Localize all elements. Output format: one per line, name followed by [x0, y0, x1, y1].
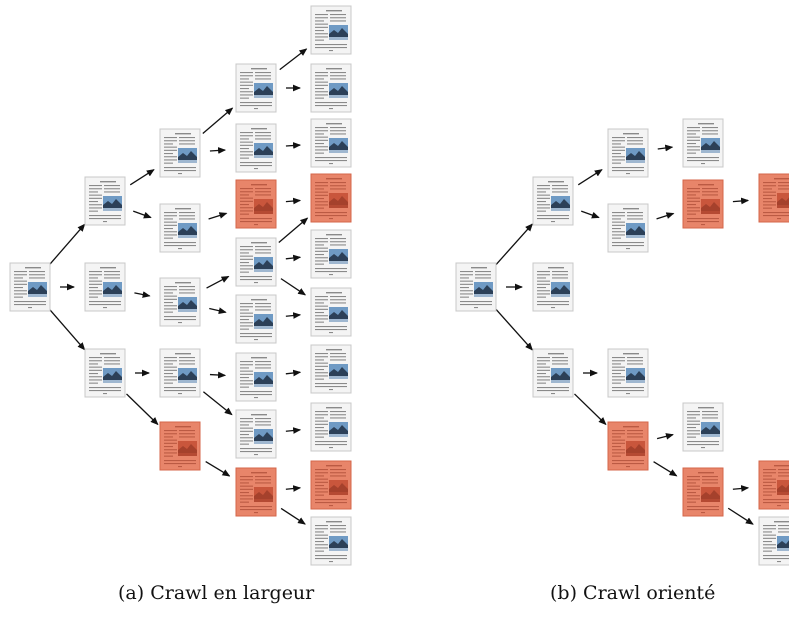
breadth-page-d6 — [310, 287, 352, 337]
breadth-page-d1 — [310, 5, 352, 55]
breadth-page-c8 — [235, 467, 277, 517]
breadth-page-d10 — [310, 516, 352, 566]
breadth-edge-b4-c7 — [202, 391, 233, 416]
caption-breadth-first-crawl: (a) Crawl en largeur — [118, 582, 315, 604]
breadth-edge-c8-d10 — [280, 507, 306, 525]
breadth-page-c3 — [235, 179, 277, 229]
breadth-page-c5 — [235, 294, 277, 344]
focused-edge-c2-d1 — [732, 197, 750, 205]
breadth-edge-b2-c3 — [208, 212, 228, 220]
breadth-page-c7 — [235, 409, 277, 459]
focused-page-c3 — [682, 402, 724, 452]
breadth-page-b1 — [159, 128, 201, 178]
breadth-page-b3 — [159, 277, 201, 327]
breadth-edge-c2-d3 — [285, 142, 302, 149]
breadth-page-c6 — [235, 352, 277, 402]
breadth-page-c2 — [235, 123, 277, 173]
breadth-edge-c3-d4 — [285, 197, 302, 205]
breadth-page-r — [9, 262, 51, 312]
focused-edge-c4-d2 — [732, 485, 750, 492]
breadth-edge-c6-d7 — [285, 369, 302, 377]
breadth-edge-a1-b2 — [133, 210, 152, 219]
focused-edge-c4-d3 — [727, 507, 754, 525]
focused-page-a1 — [532, 176, 574, 226]
focused-page-c4 — [682, 467, 724, 517]
focused-edge-r-a1 — [495, 223, 533, 266]
breadth-edge-c7-d8 — [285, 427, 302, 434]
breadth-edge-b1-c1 — [202, 107, 234, 134]
nodes-layer — [9, 5, 789, 566]
focused-page-b4 — [607, 421, 649, 471]
focused-edge-b4-c4 — [653, 461, 678, 477]
focused-page-a3 — [532, 348, 574, 398]
focused-page-d3 — [758, 516, 789, 566]
breadth-edge-b3-c5 — [209, 307, 227, 315]
breadth-page-b2 — [159, 203, 201, 253]
breadth-edge-c5-d6 — [285, 312, 302, 319]
breadth-edge-b5-c8 — [205, 460, 231, 477]
breadth-edge-b3-c4 — [206, 275, 230, 289]
breadth-page-d5 — [310, 229, 352, 279]
breadth-page-d9 — [310, 460, 352, 510]
focused-edge-a1-b2 — [581, 210, 600, 219]
breadth-page-d2 — [310, 63, 352, 113]
breadth-edge-a2-b3 — [134, 291, 151, 298]
breadth-page-b4 — [159, 348, 201, 398]
focused-page-a2 — [532, 262, 574, 312]
breadth-edge-c4-d4 — [278, 217, 309, 244]
focused-edge-b4-c3 — [656, 433, 674, 440]
breadth-page-a1 — [84, 176, 126, 226]
breadth-page-a3 — [84, 348, 126, 398]
breadth-page-d4 — [310, 173, 352, 223]
caption-focused-crawl: (b) Crawl orienté — [550, 582, 716, 604]
breadth-edge-c4-d6 — [280, 278, 307, 296]
focused-edge-b2-c2 — [656, 212, 675, 220]
breadth-page-b5 — [159, 421, 201, 471]
breadth-edge-a1-b1 — [129, 169, 155, 186]
breadth-edge-c1-d1 — [279, 48, 308, 71]
focused-page-b3 — [607, 348, 649, 398]
focused-page-d1 — [758, 173, 789, 223]
breadth-edge-r-a1 — [49, 223, 86, 265]
focused-page-b2 — [607, 203, 649, 253]
breadth-edge-a3-b5 — [126, 393, 159, 426]
breadth-edge-c4-d5 — [285, 254, 302, 262]
edges-layer — [49, 48, 754, 525]
breadth-page-d3 — [310, 118, 352, 168]
focused-page-r — [455, 262, 497, 312]
breadth-page-c4 — [235, 237, 277, 287]
focused-edge-b1-c1 — [657, 144, 674, 152]
focused-edge-r-a3 — [495, 308, 533, 351]
focused-page-d2 — [758, 460, 789, 510]
breadth-edge-b1-c2 — [209, 147, 227, 154]
breadth-edge-r-a3 — [49, 309, 86, 351]
breadth-edge-c8-d9 — [285, 485, 302, 492]
breadth-page-a2 — [84, 262, 126, 312]
focused-page-c1 — [682, 118, 724, 168]
breadth-page-d7 — [310, 344, 352, 394]
breadth-page-c1 — [235, 63, 277, 113]
focused-edge-a3-b4 — [574, 393, 607, 426]
breadth-page-d8 — [310, 402, 352, 452]
focused-page-c2 — [682, 179, 724, 229]
breadth-edge-b4-c6 — [209, 371, 227, 379]
focused-edge-a1-b1 — [577, 169, 603, 186]
focused-page-b1 — [607, 128, 649, 178]
